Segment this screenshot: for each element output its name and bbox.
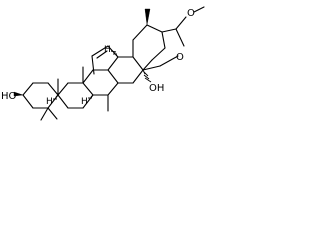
bond-a6 bbox=[22, 94, 34, 109]
bond-methyl-4a bbox=[40, 107, 49, 121]
bond-methoxy-2 bbox=[193, 6, 205, 13]
bond-e2 bbox=[132, 24, 148, 41]
bond-methoxy-1 bbox=[175, 16, 187, 30]
atom-o-methoxy: O bbox=[187, 8, 195, 19]
atom-h-5: H bbox=[46, 97, 53, 107]
bond-a3 bbox=[47, 82, 59, 96]
bond-e3 bbox=[146, 24, 163, 33]
atom-o-ring: O bbox=[176, 52, 184, 63]
bond-c1 bbox=[82, 69, 94, 84]
wedge-methyl-20 bbox=[144, 8, 151, 26]
hash-h-9 bbox=[88, 94, 94, 99]
hash-h-5 bbox=[53, 94, 59, 100]
bond-b1 bbox=[57, 82, 69, 96]
atom-oh-right: OH bbox=[149, 83, 164, 94]
bond-d1 bbox=[107, 56, 119, 71]
atom-ho-left: HO bbox=[1, 91, 17, 102]
bond-d6 bbox=[91, 55, 95, 75]
bond-c4 bbox=[107, 82, 119, 96]
bond-b3 bbox=[82, 82, 94, 96]
ring-e bbox=[132, 6, 205, 71]
atom-h-18: H bbox=[104, 45, 111, 55]
bond-e6 bbox=[142, 59, 153, 71]
molecule-structure: O O OH HO H H H bbox=[1, 6, 205, 121]
bond-e4 bbox=[161, 31, 166, 49]
bond-double-inner bbox=[96, 50, 108, 59]
bond-e5 bbox=[151, 47, 166, 61]
ring-d bbox=[91, 45, 144, 84]
bond-b6 bbox=[57, 94, 69, 109]
bond-d7 bbox=[91, 45, 109, 57]
bond-e7 bbox=[142, 65, 161, 71]
bond-e8 bbox=[159, 55, 179, 67]
hash-oh-16 bbox=[142, 69, 152, 83]
bond-c3 bbox=[107, 69, 119, 84]
bond-d3 bbox=[132, 56, 144, 71]
wedge-oh-3 bbox=[13, 91, 24, 97]
hash-h-18 bbox=[110, 50, 119, 58]
ring-b bbox=[57, 82, 94, 109]
bond-methyl-4b bbox=[47, 107, 58, 120]
stereo-marks bbox=[13, 50, 152, 100]
bond-e9 bbox=[175, 28, 185, 47]
bond-a1 bbox=[22, 82, 34, 96]
bond-d4 bbox=[132, 69, 144, 84]
atom-h-9: H bbox=[81, 97, 88, 107]
bond-e10 bbox=[161, 28, 177, 33]
ring-c bbox=[82, 66, 119, 112]
atom-labels: O O OH HO H H H bbox=[1, 8, 195, 107]
